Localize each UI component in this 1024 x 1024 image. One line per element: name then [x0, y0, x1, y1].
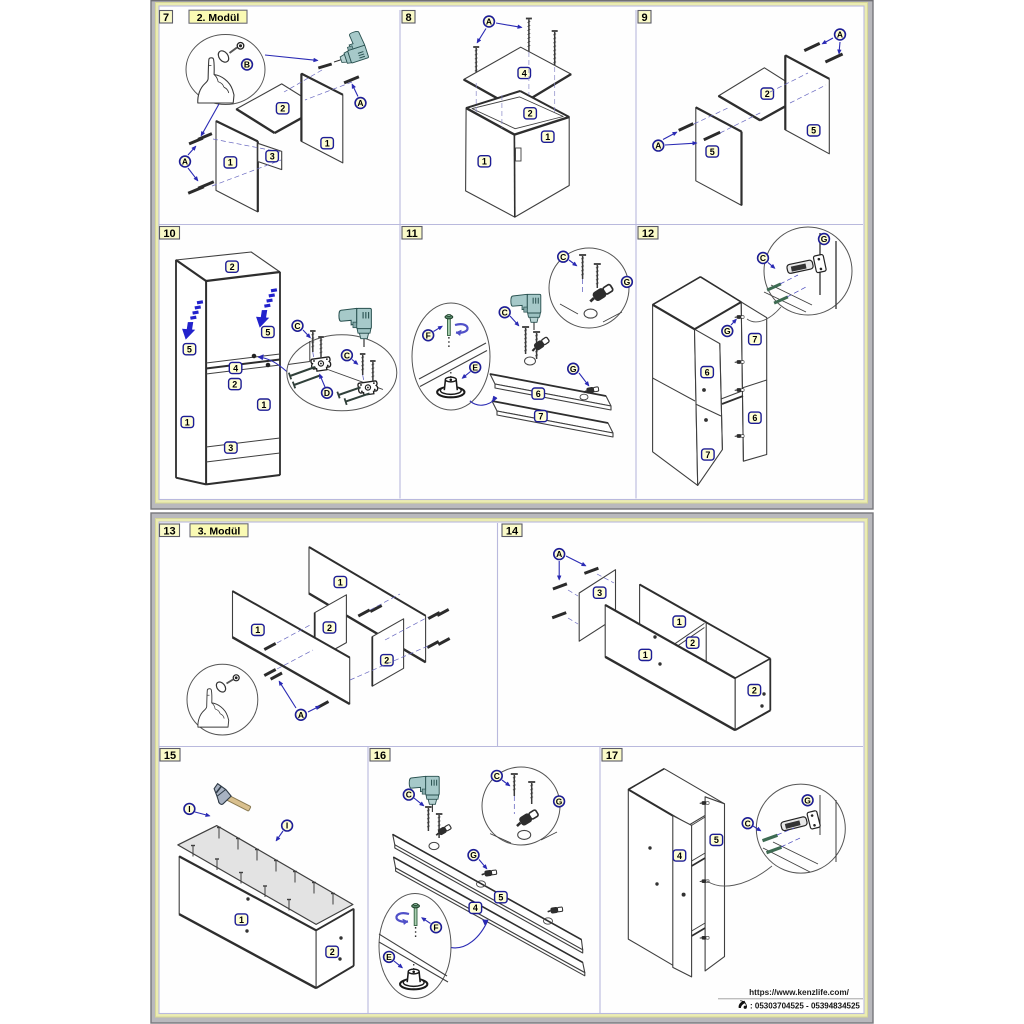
svg-text:7: 7 [163, 12, 169, 24]
svg-text:C: C [760, 253, 766, 263]
svg-text:1: 1 [482, 157, 487, 167]
svg-text:2: 2 [765, 89, 770, 99]
svg-text:C: C [294, 321, 300, 331]
svg-text:6: 6 [705, 367, 710, 377]
svg-text:5: 5 [714, 835, 719, 845]
svg-text:2: 2 [384, 656, 389, 666]
svg-text:1: 1 [643, 650, 648, 660]
svg-text:2: 2 [230, 262, 235, 272]
svg-text:A: A [298, 710, 304, 720]
svg-text:6: 6 [536, 389, 541, 399]
svg-text:C: C [344, 350, 350, 360]
svg-text:5: 5 [498, 893, 503, 903]
svg-text:1: 1 [228, 158, 233, 168]
svg-text:C: C [745, 818, 751, 828]
svg-text:2: 2 [752, 685, 757, 695]
svg-text:12: 12 [642, 228, 654, 240]
svg-text:F: F [426, 330, 431, 340]
svg-text:: 05303704525 - 05394834525: : 05303704525 - 05394834525 [750, 1002, 860, 1011]
svg-text:G: G [624, 277, 631, 287]
svg-text:G: G [556, 797, 563, 807]
svg-text:9: 9 [641, 12, 647, 24]
svg-text:G: G [570, 364, 577, 374]
svg-text:13: 13 [163, 526, 175, 538]
svg-text:2: 2 [528, 109, 533, 119]
svg-text:I: I [286, 821, 288, 831]
svg-text:C: C [406, 790, 412, 800]
svg-text:I: I [188, 804, 190, 814]
svg-text:G: G [821, 234, 828, 244]
svg-text:5: 5 [811, 126, 816, 136]
svg-text:2: 2 [327, 623, 332, 633]
svg-text:1: 1 [261, 400, 266, 410]
svg-text:A: A [556, 549, 562, 559]
svg-text:C: C [494, 771, 500, 781]
svg-text:3: 3 [597, 588, 602, 598]
svg-text:D: D [324, 388, 330, 398]
svg-text:2: 2 [330, 947, 335, 957]
svg-text:7: 7 [538, 411, 543, 421]
svg-text:5: 5 [710, 147, 715, 157]
svg-text:E: E [472, 362, 478, 372]
svg-text:17: 17 [606, 750, 618, 762]
svg-text:G: G [724, 326, 731, 336]
svg-text:A: A [357, 98, 363, 108]
svg-text:8: 8 [405, 12, 411, 24]
svg-text:1: 1 [545, 132, 550, 142]
svg-text:E: E [386, 952, 392, 962]
svg-text:14: 14 [506, 526, 519, 538]
svg-text:2: 2 [690, 638, 695, 648]
svg-text:A: A [182, 157, 188, 167]
svg-text:1: 1 [338, 577, 343, 587]
svg-text:A: A [837, 30, 843, 40]
svg-text:https://www.kenzlife.com/: https://www.kenzlife.com/ [749, 988, 850, 997]
svg-text:15: 15 [164, 750, 176, 762]
svg-text:3: 3 [228, 443, 233, 453]
svg-text:1: 1 [325, 139, 330, 149]
svg-text:C: C [560, 252, 566, 262]
svg-text:B: B [244, 60, 250, 70]
svg-text:3: 3 [270, 152, 275, 162]
svg-text:4: 4 [233, 363, 238, 373]
svg-text:10: 10 [163, 228, 175, 240]
svg-text:16: 16 [374, 750, 386, 762]
svg-text:7: 7 [752, 334, 757, 344]
svg-text:1: 1 [255, 625, 260, 635]
svg-text:5: 5 [265, 327, 270, 337]
svg-text:G: G [470, 850, 477, 860]
svg-text:3. Modül: 3. Modül [198, 526, 241, 538]
svg-text:A: A [486, 17, 492, 27]
svg-text:2. Modül: 2. Modül [197, 12, 240, 24]
svg-text:4: 4 [473, 903, 478, 913]
svg-text:2: 2 [280, 104, 285, 114]
svg-text:A: A [655, 141, 661, 151]
svg-text:1: 1 [677, 617, 682, 627]
svg-text:G: G [804, 795, 811, 805]
svg-text:6: 6 [752, 413, 757, 423]
svg-text:4: 4 [677, 851, 682, 861]
svg-text:F: F [433, 922, 438, 932]
svg-text:2: 2 [232, 379, 237, 389]
svg-text:5: 5 [187, 345, 192, 355]
svg-text:1: 1 [185, 417, 190, 427]
svg-text:C: C [502, 307, 508, 317]
svg-text:1: 1 [239, 915, 244, 925]
svg-text:4: 4 [522, 68, 527, 78]
svg-text:11: 11 [406, 228, 418, 240]
svg-text:7: 7 [705, 450, 710, 460]
